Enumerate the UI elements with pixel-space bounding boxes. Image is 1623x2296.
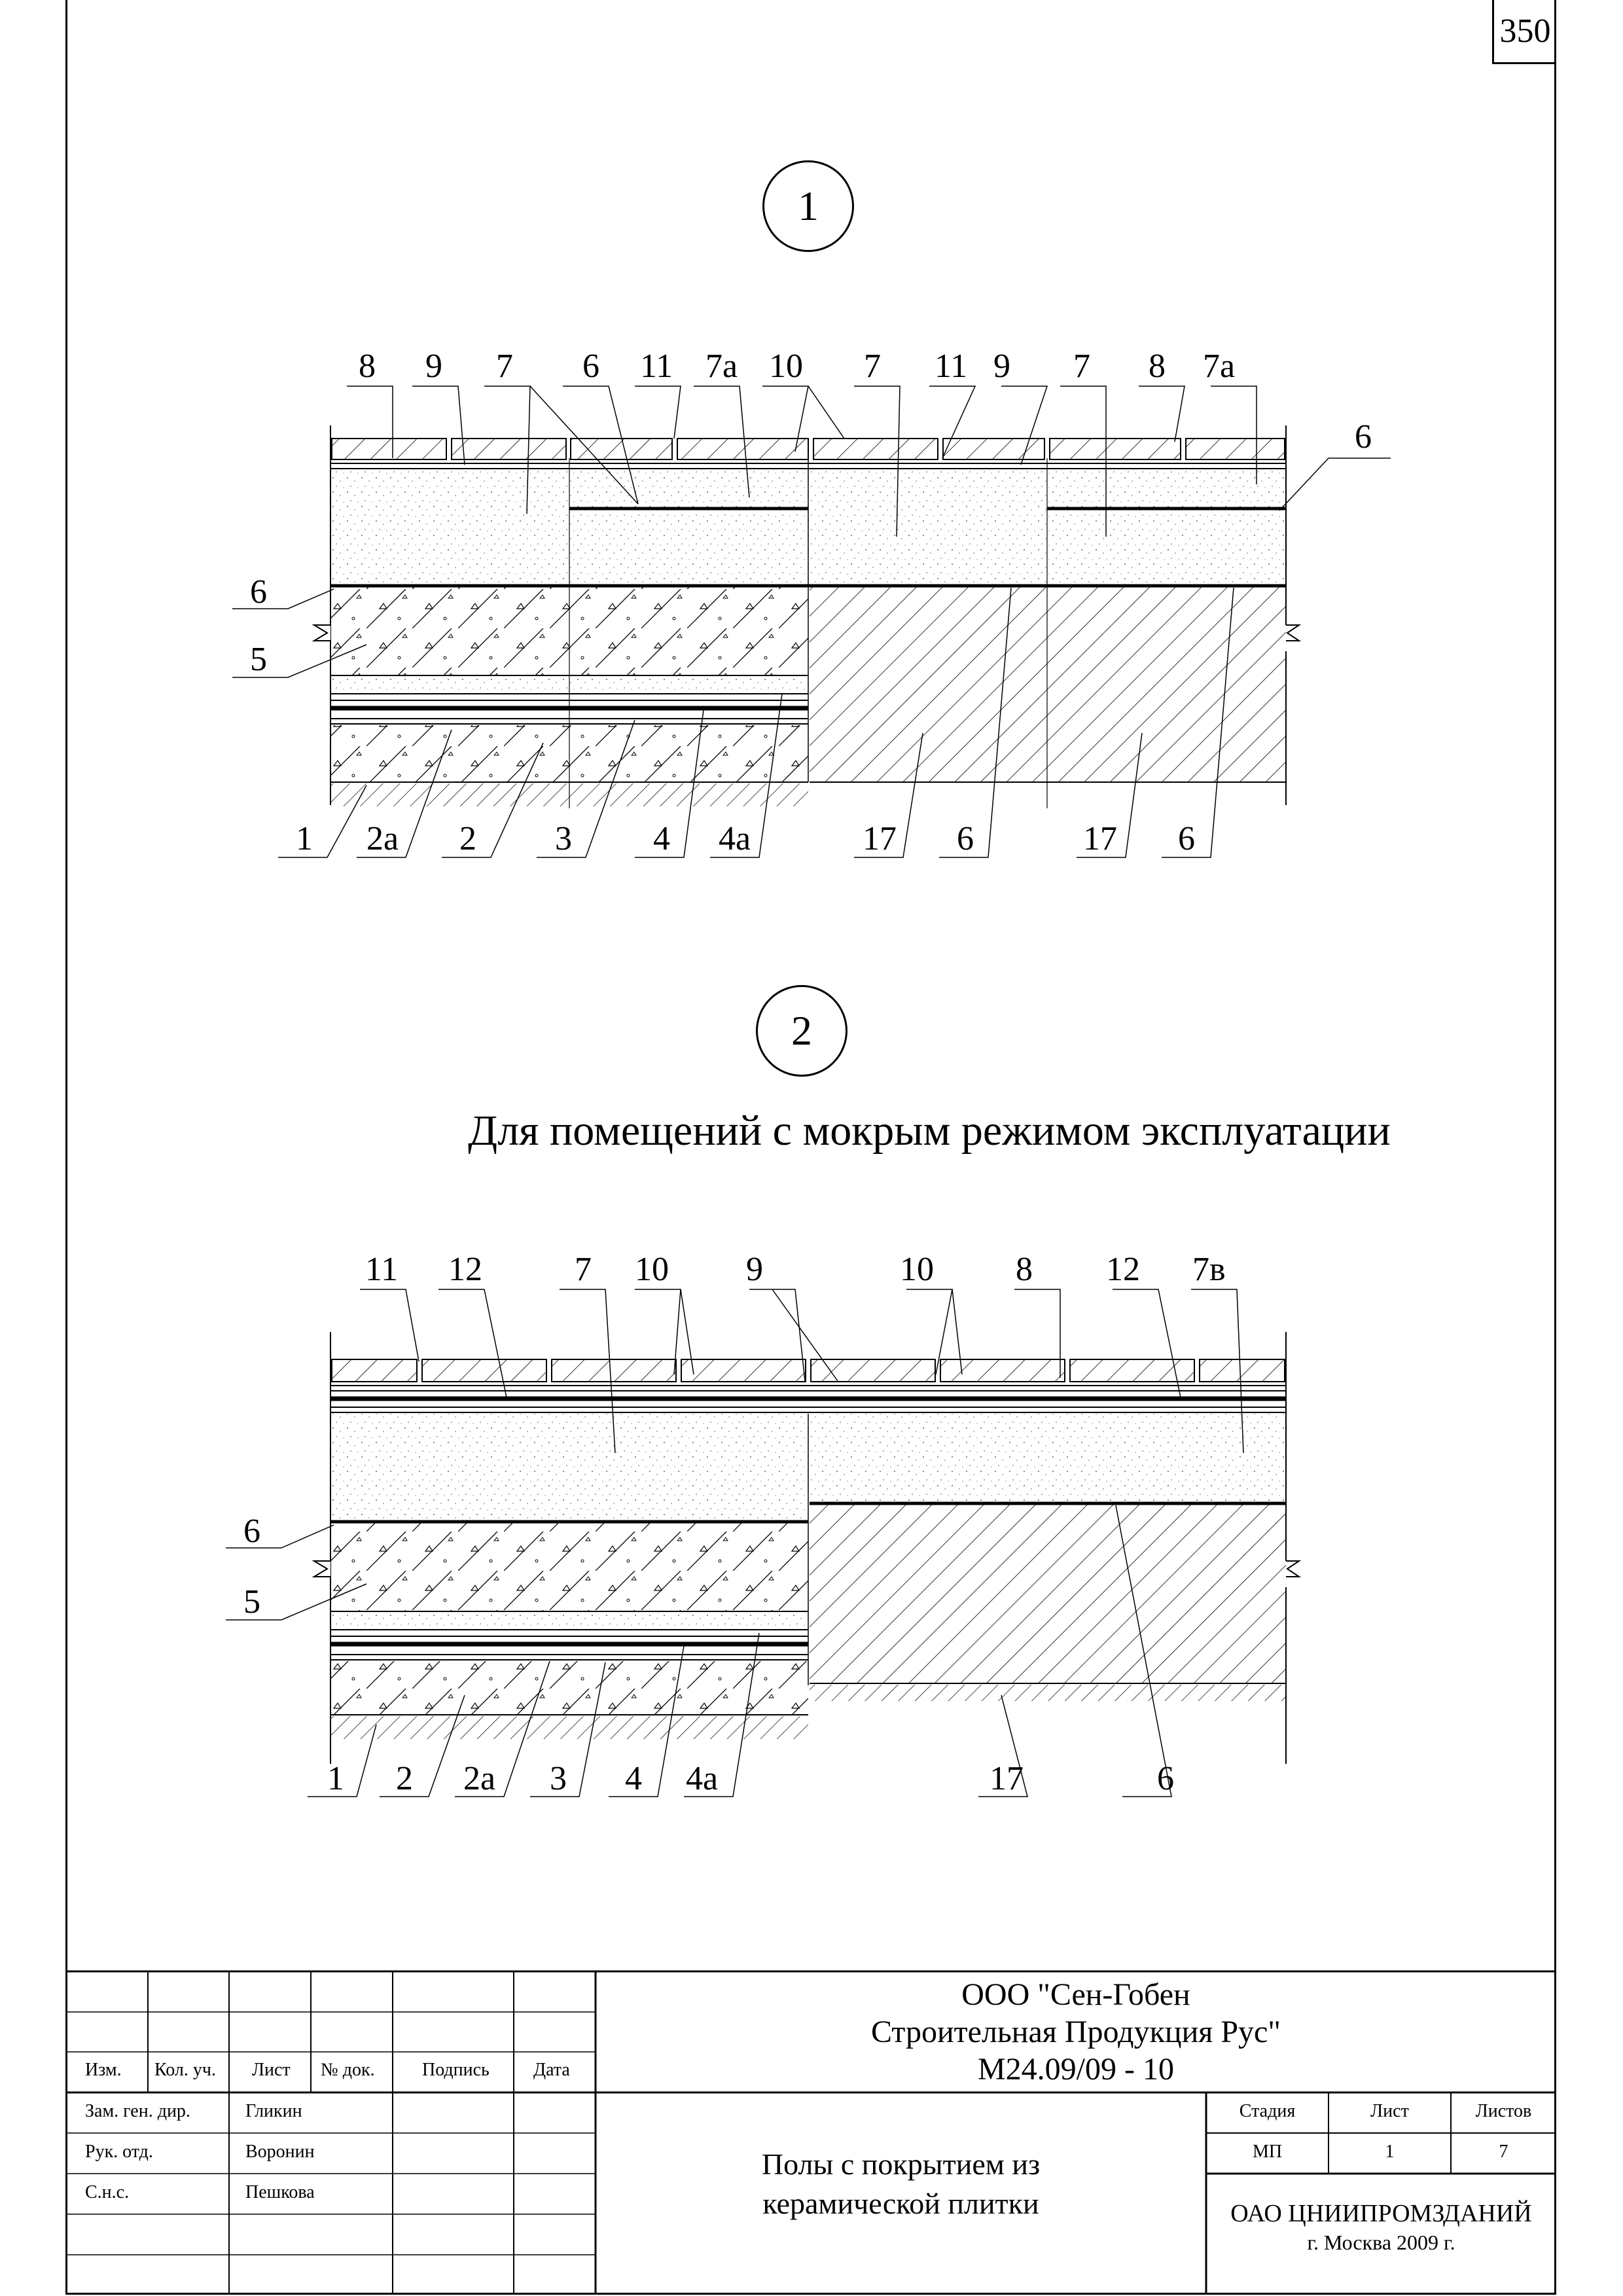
callout: 12: [1106, 1251, 1140, 1288]
role-1: Зам. ген. дир.: [85, 2101, 190, 2121]
drawing-title-line-2: керамической плитки: [762, 2187, 1039, 2220]
callout: 7а: [705, 348, 738, 385]
header-izm: Изм.: [85, 2060, 122, 2080]
header-kol-uch: Кол. уч.: [154, 2060, 216, 2080]
callout: 7: [496, 348, 513, 385]
callout: 9: [746, 1251, 763, 1288]
role-2: Рук. отд.: [85, 2142, 153, 2162]
organization-line-1: ОАО ЦНИИПРОМЗДАНИЙ: [1230, 2200, 1532, 2227]
sheet-value: 1: [1385, 2142, 1395, 2162]
stage-value: МП: [1252, 2142, 1283, 2162]
header-date: Дата: [533, 2060, 570, 2080]
callout: 3: [555, 820, 572, 857]
company-line-1: ООО "Сен-Гобен: [961, 1977, 1190, 2012]
name-1: Гликин: [245, 2101, 302, 2121]
detail-1-leaders: [347, 386, 1391, 537]
callout: 4: [653, 820, 670, 857]
detail-2-section: [312, 1332, 1302, 1764]
detail-2-subtitle: Для помещений с мокрым режимом эксплуата…: [468, 1107, 1391, 1155]
company-line-2: Строительная Продукция Рус": [871, 2015, 1281, 2049]
detail-2-marker: 2: [756, 985, 847, 1077]
callout: 12: [448, 1251, 482, 1288]
callout: 6: [582, 348, 599, 385]
callout: 10: [635, 1251, 669, 1288]
callout: 7: [864, 348, 881, 385]
detail-1-marker: 1: [762, 160, 854, 252]
name-3: Пешкова: [245, 2182, 315, 2202]
drawing-title-line-1: Полы с покрытием из: [761, 2147, 1041, 2181]
header-doc-no: № док.: [321, 2060, 375, 2080]
callout: 6: [1157, 1760, 1174, 1797]
callout: 1: [296, 820, 313, 857]
sheets-label: Листов: [1475, 2101, 1532, 2121]
callout: 10: [769, 348, 803, 385]
detail-2-leaders: [226, 1289, 1244, 1797]
callout: 2а: [463, 1760, 496, 1797]
callout: 17: [990, 1760, 1024, 1797]
header-list: Лист: [252, 2060, 291, 2080]
callout: 11: [640, 348, 673, 385]
callout: 7а: [1203, 348, 1236, 385]
callout: 6: [957, 820, 974, 857]
sheet-number: 350: [1492, 0, 1556, 64]
callout: 4а: [719, 820, 751, 857]
callout: 1: [327, 1760, 344, 1797]
stage-label: Стадия: [1239, 2101, 1296, 2121]
callout: 9: [993, 348, 1010, 385]
role-3: С.н.с.: [85, 2182, 130, 2202]
callout: 8: [1016, 1251, 1033, 1288]
callout: 3: [550, 1760, 567, 1797]
callout: 10: [900, 1251, 934, 1288]
sheets-value: 7: [1499, 2142, 1508, 2162]
header-signature: Подпись: [422, 2060, 490, 2080]
callout: 8: [1149, 348, 1166, 385]
sheet-label: Лист: [1370, 2101, 1409, 2121]
callout: 6: [243, 1513, 260, 1550]
detail-1-section: [312, 425, 1302, 808]
callout: 7: [1073, 348, 1090, 385]
callout: 11: [935, 348, 968, 385]
document-code: М24.09/09 - 10: [978, 2052, 1174, 2087]
callout: 17: [1083, 820, 1117, 857]
organization-line-2: г. Москва 2009 г.: [1307, 2231, 1455, 2254]
callout: 7: [575, 1251, 592, 1288]
callout: 2: [459, 820, 476, 857]
callout: 2а: [366, 820, 399, 857]
callout: 4: [625, 1760, 642, 1797]
name-2: Воронин: [245, 2142, 315, 2162]
callout: 2: [396, 1760, 413, 1797]
callout: 17: [863, 820, 897, 857]
callout: 8: [359, 348, 376, 385]
callout: 11: [365, 1251, 399, 1288]
callout: 5: [250, 641, 267, 678]
callout: 5: [243, 1583, 260, 1621]
callout: 6: [1178, 820, 1195, 857]
callout: 7в: [1192, 1251, 1226, 1288]
callout: 6: [1355, 418, 1372, 456]
callout: 9: [425, 348, 442, 385]
drawing-frame: [65, 0, 1556, 2295]
callout: 4а: [686, 1760, 719, 1797]
callout: 6: [250, 573, 267, 611]
